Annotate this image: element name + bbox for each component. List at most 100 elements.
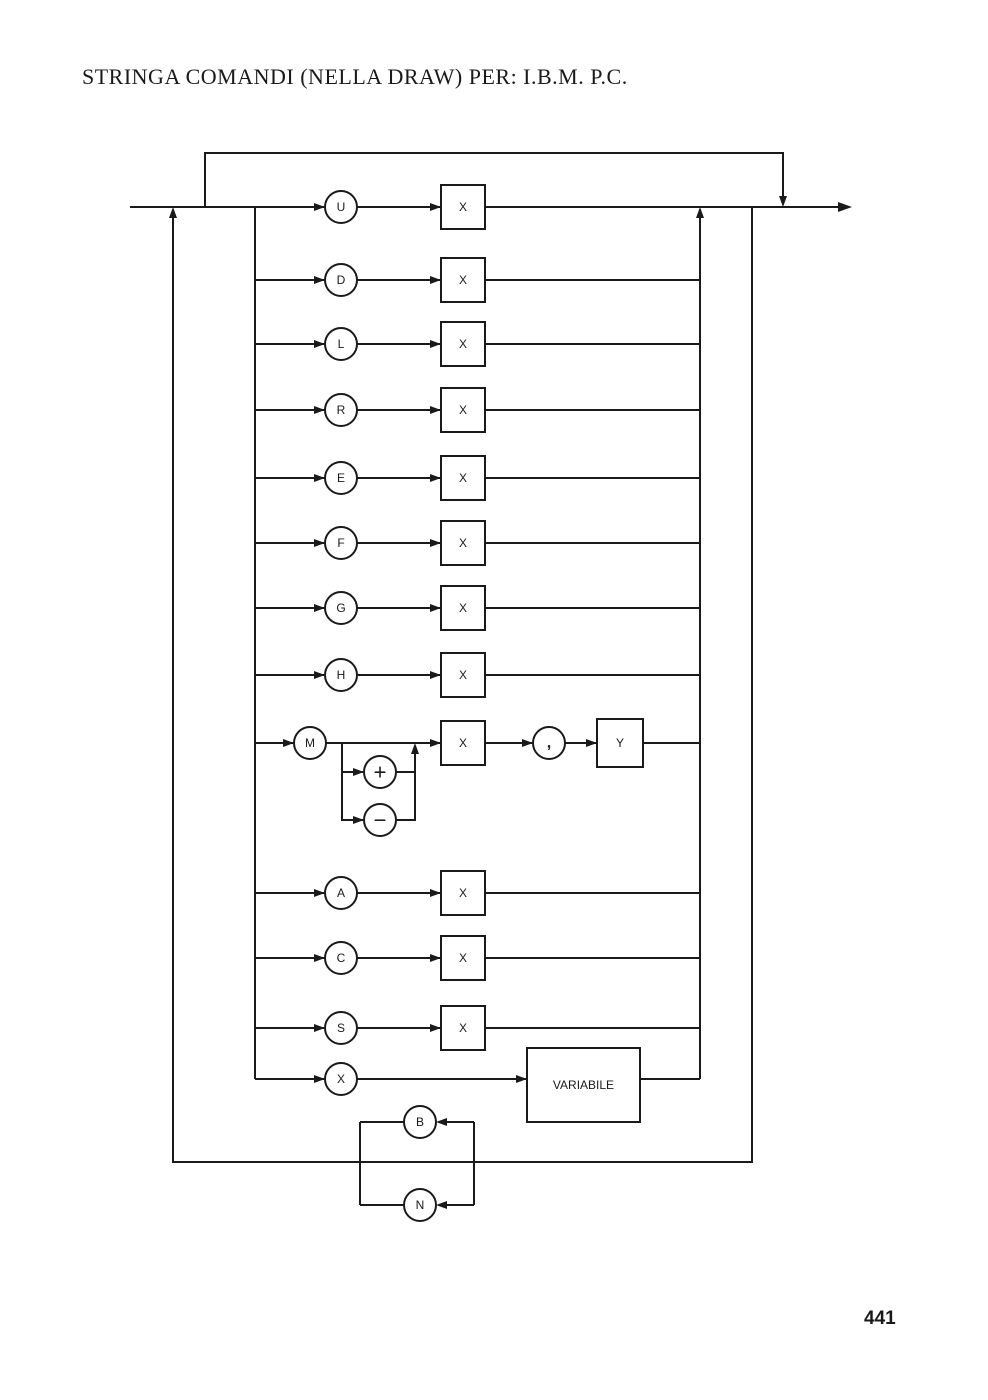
parameter-box [526,1047,641,1123]
cmd-command-3-label: R [337,403,346,417]
sign-plus: + [363,755,397,789]
move-param-y-label: Y [616,736,624,750]
parameter-box [440,1005,486,1051]
arrow-right-icon [430,340,441,348]
execute-param-label: VARIABILE [553,1078,614,1092]
page-number: 441 [864,1308,896,1329]
prefix-b-label: B [416,1115,424,1129]
terminal-circle [324,658,358,692]
terminal-circle [324,190,358,224]
cmd-param-1: X [440,257,486,303]
terminal-circle [324,1011,358,1045]
sign-branch-line [396,772,416,821]
arrow-right-icon [314,406,325,414]
move-param-x: X [440,720,486,766]
parameter-box [440,720,486,766]
terminal-circle [324,876,358,910]
arrow-right-icon [314,604,325,612]
parameter-box [440,870,486,916]
arrow-down-icon [779,196,787,207]
arrow-right-icon [353,768,364,776]
cmd2-param-1: X [440,935,486,981]
cmd-command-5-label: F [337,536,344,550]
cmd2-param-2-label: X [459,1021,467,1035]
arrow-right-icon [314,671,325,679]
cmd2-param-0: X [440,870,486,916]
cmd-command-0: U [324,190,358,224]
parameter-box [440,184,486,230]
parameter-box [596,718,644,768]
cmd2-command-1-label: C [337,951,346,965]
terminal-circle [363,803,397,837]
exit-arrow-icon [838,202,852,212]
cmd-param-1-label: X [459,273,467,287]
arrow-right-icon [430,539,441,547]
cmd-command-6-label: G [336,601,345,615]
terminal-circle [324,327,358,361]
diagram-lines [130,152,852,1209]
terminal-circle [532,726,566,760]
execute-command-label: X [337,1072,345,1086]
prefix-n-label: N [416,1198,425,1212]
move-separator: , [532,726,566,760]
arrow-right-icon [314,474,325,482]
cmd-param-6: X [440,585,486,631]
terminal-circle [324,393,358,427]
cmd2-param-2: X [440,1005,486,1051]
arrow-right-icon [314,1075,325,1083]
arrow-right-icon [430,406,441,414]
prefix-b: B [403,1105,437,1139]
arrow-right-icon [314,276,325,284]
parameter-box [440,520,486,566]
parameter-box [440,455,486,501]
arrow-right-icon [430,671,441,679]
cmd-command-6: G [324,591,358,625]
arrow-right-icon [314,539,325,547]
cmd-param-4-label: X [459,471,467,485]
arrow-right-icon [430,1024,441,1032]
parameter-box [440,321,486,367]
arrow-right-icon [522,739,533,747]
cmd-command-1: D [324,263,358,297]
arrow-right-icon [430,604,441,612]
cmd-command-5: F [324,526,358,560]
arrow-right-icon [430,954,441,962]
move-command: M [293,726,327,760]
cmd2-param-1-label: X [459,951,467,965]
cmd2-command-0: A [324,876,358,910]
sign-minus-label: − [374,808,387,833]
cmd2-command-1: C [324,941,358,975]
terminal-circle [324,591,358,625]
arrow-left-icon [436,1201,447,1209]
arrow-right-icon [314,954,325,962]
cmd-param-2-label: X [459,337,467,351]
prefix-n: N [403,1188,437,1222]
cmd-param-4: X [440,455,486,501]
move-command-label: M [305,736,315,750]
repeat-loop-line [172,207,753,1163]
page-title: STRINGA COMANDI (NELLA DRAW) PER: I.B.M.… [82,64,628,89]
cmd-param-7: X [440,652,486,698]
arrow-right-icon [314,203,325,211]
cmd-command-0-label: U [337,200,346,214]
arrow-up-icon [411,743,419,754]
cmd-param-5: X [440,520,486,566]
arrow-right-icon [430,474,441,482]
cmd-command-2: L [324,327,358,361]
arrow-up-icon [169,207,177,218]
cmd-param-6-label: X [459,601,467,615]
terminal-circle [293,726,327,760]
cmd-param-2: X [440,321,486,367]
cmd-param-3-label: X [459,403,467,417]
sign-plus-label: + [374,760,387,785]
move-param-y: Y [596,718,644,768]
cmd-command-7: H [324,658,358,692]
cmd2-command-0-label: A [337,886,345,900]
terminal-circle [363,755,397,789]
sign-minus: − [363,803,397,837]
arrow-right-icon [314,1024,325,1032]
sign-branch-line [396,753,416,773]
